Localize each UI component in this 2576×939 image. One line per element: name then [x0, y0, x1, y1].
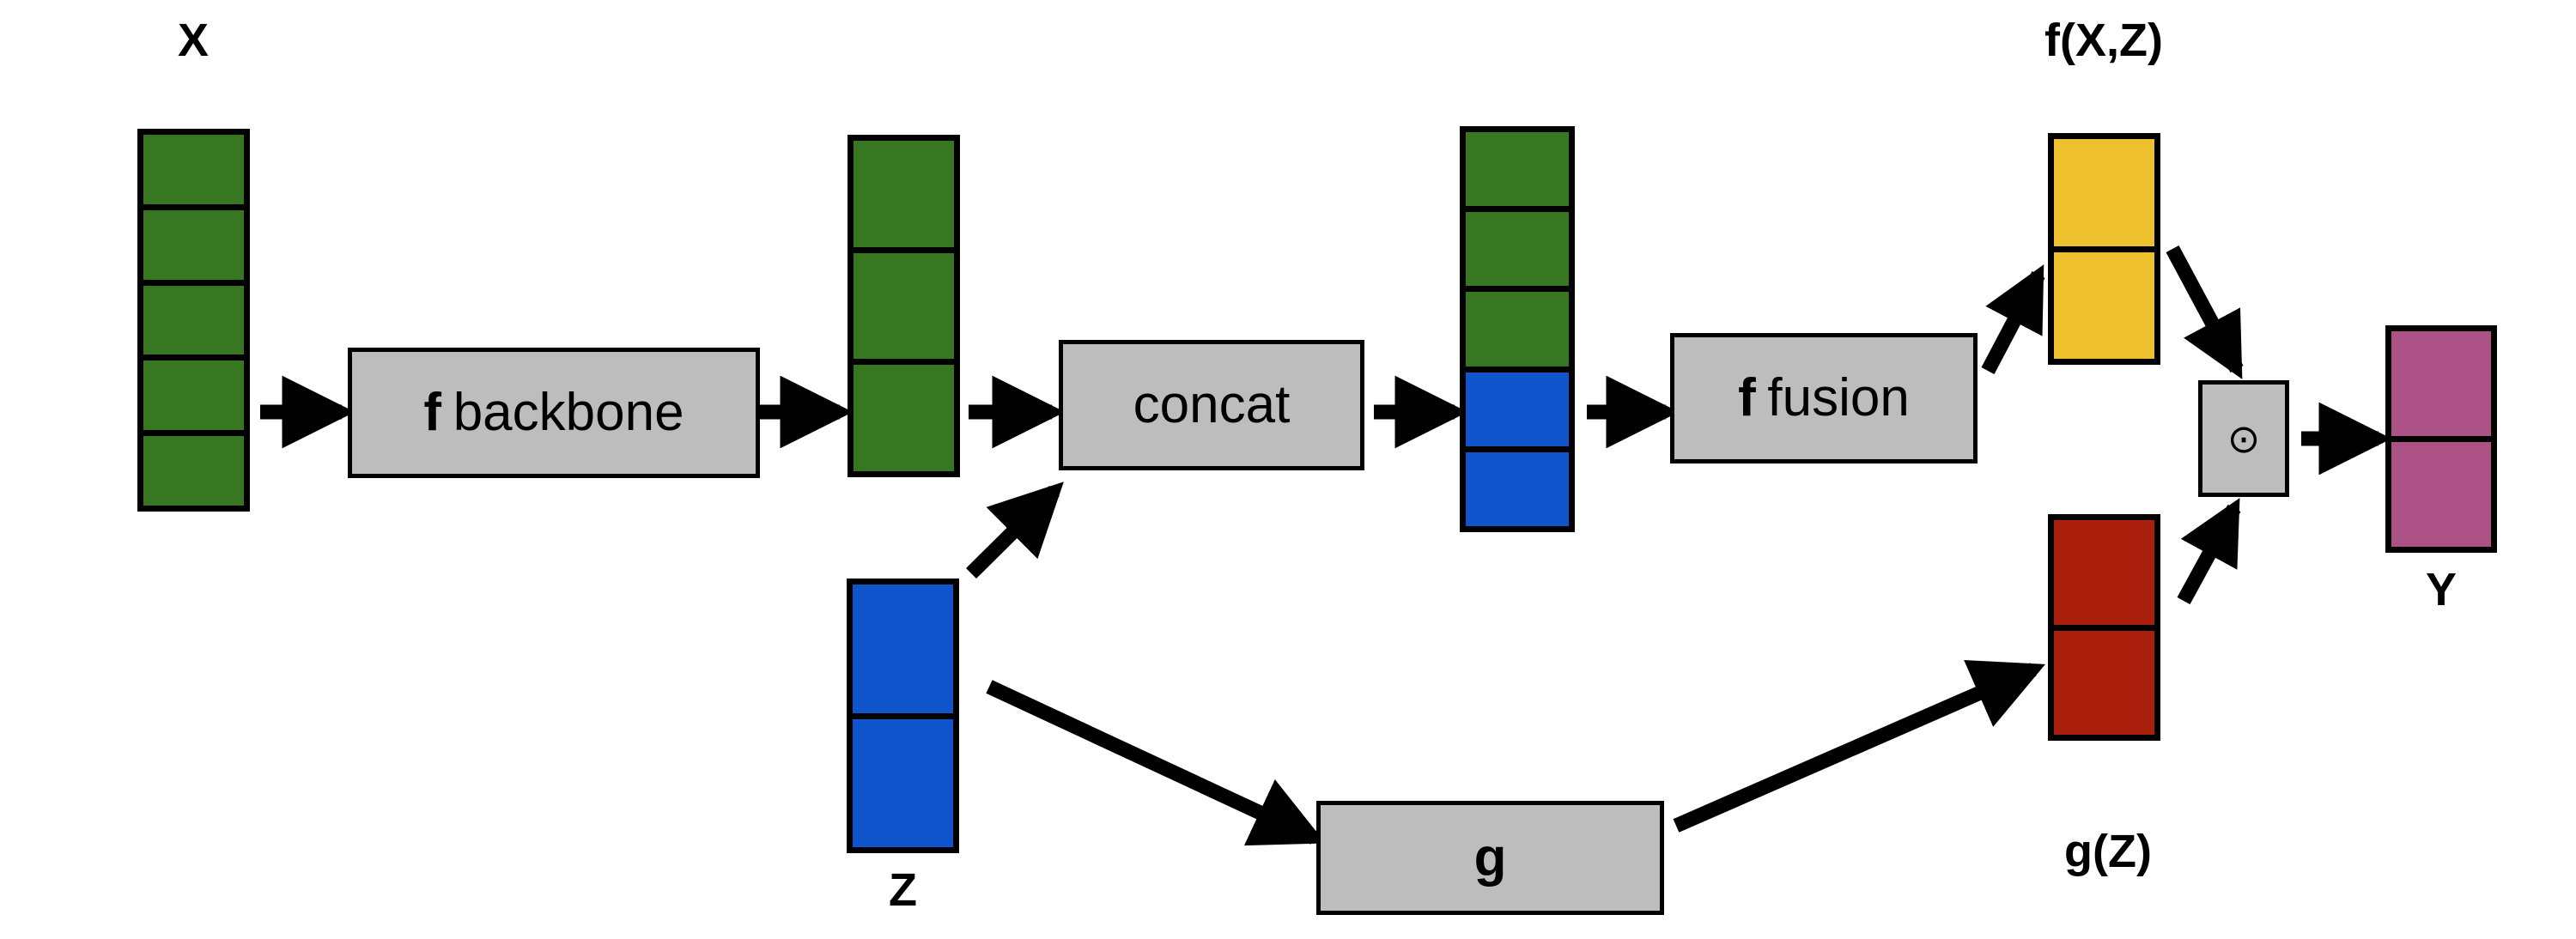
tensor-cell [1466, 451, 1569, 527]
arrow-z-to-g [986, 680, 1326, 846]
label-z: Z [889, 864, 917, 916]
tensor-cell [143, 209, 244, 286]
arrow-g-to-gz [1673, 660, 2046, 833]
box-f-fusion-bold: f [1738, 368, 1756, 427]
box-f-backbone-label: backbone [453, 383, 684, 442]
arrow-fusion-to-fxz [1981, 264, 2045, 374]
box-g[interactable]: g [1316, 801, 1664, 915]
tensor-cell [2391, 331, 2491, 442]
tensor-cell [1466, 292, 1569, 373]
label-y: Y [2425, 564, 2458, 615]
tensor-cell [854, 252, 954, 366]
tensor-y-output [2385, 325, 2497, 553]
tensor-x-input [137, 129, 250, 512]
tensor-cell [143, 360, 244, 437]
tensor-cell [2054, 520, 2154, 631]
tensor-cell [2391, 442, 2491, 547]
box-g-label: g [1473, 827, 1507, 888]
tensor-cell [2054, 251, 2154, 359]
tensor-cell [1466, 372, 1569, 452]
tensor-z-input [847, 579, 959, 853]
label-x: X [177, 15, 210, 66]
box-concat-label: concat [1133, 375, 1291, 434]
tensor-gz-output [2048, 514, 2160, 741]
label-gz: g(Z) [2064, 826, 2152, 877]
tensor-cell [854, 365, 954, 472]
tensor-cell [853, 585, 953, 719]
box-hadamard-product[interactable]: ⊙ [2198, 380, 2289, 497]
tensor-cell [853, 718, 953, 847]
tensor-cell [143, 436, 244, 506]
hadamard-icon: ⊙ [2227, 416, 2261, 461]
tensor-concat-output [1460, 126, 1575, 532]
tensor-cell [1466, 132, 1569, 213]
arrow-gz-to-hadamard [2177, 498, 2241, 605]
box-f-backbone-bold: f [423, 383, 442, 442]
tensor-cell [2054, 630, 2154, 735]
tensor-backbone-output [848, 135, 960, 477]
tensor-cell [143, 135, 244, 210]
box-f-fusion-label: fusion [1767, 368, 1910, 427]
box-concat[interactable]: concat [1059, 340, 1364, 470]
tensor-fxz-output [2048, 133, 2160, 365]
arrow-fxz-to-hadamard [2166, 245, 2244, 379]
tensor-cell [1466, 212, 1569, 293]
label-fxz: f(X,Z) [2044, 15, 2163, 66]
tensor-cell [854, 141, 954, 253]
tensor-cell [143, 285, 244, 361]
tensor-cell [2054, 139, 2154, 252]
arrow-z-to-concat [966, 482, 1064, 579]
